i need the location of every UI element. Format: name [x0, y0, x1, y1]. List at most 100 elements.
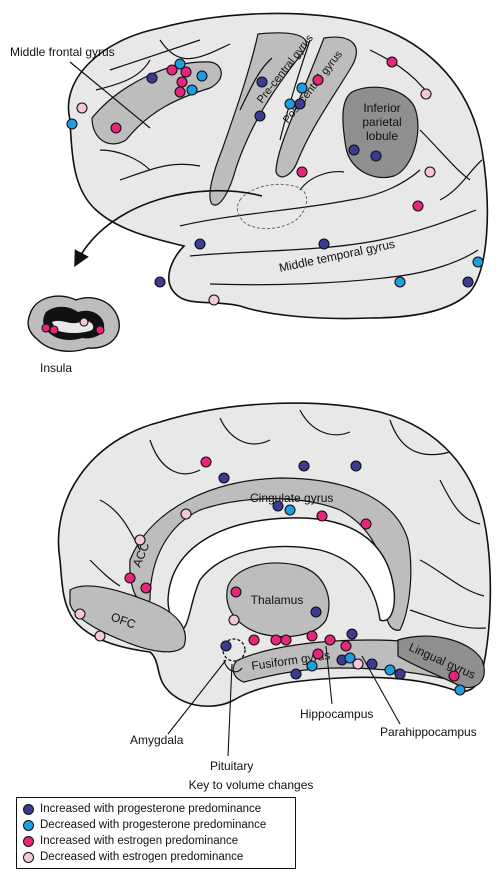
- dot-increased-progesterone: [318, 238, 330, 250]
- dot-decreased-estrogen: [74, 608, 86, 620]
- dot-increased-estrogen: [386, 56, 398, 68]
- dot-decreased-estrogen: [180, 508, 192, 520]
- dot-decreased-estrogen: [208, 294, 220, 306]
- dot-increased-progesterone: [394, 668, 406, 680]
- dot-decreased-progesterone: [472, 256, 484, 268]
- dot-decreased-progesterone: [174, 58, 186, 70]
- inferior-parietal-label-line3: lobule: [366, 129, 398, 143]
- dot-decreased-estrogen: [420, 88, 432, 100]
- dot-increased-estrogen: [340, 640, 352, 652]
- dot-increased-progesterone: [294, 98, 306, 110]
- dot-decreased-estrogen: [134, 534, 146, 546]
- lateral-brain-view: Middle frontal gyrus Pre-central gyrus P…: [10, 12, 489, 375]
- dot-decreased-progesterone: [296, 82, 308, 94]
- dot-increased-progesterone: [290, 668, 302, 680]
- dot-increased-progesterone: [220, 640, 232, 652]
- dot-increased-estrogen: [296, 166, 308, 178]
- dot-increased-progesterone: [298, 460, 310, 472]
- dot-decreased-progesterone: [66, 118, 78, 130]
- thalamus-label: Thalamus: [251, 593, 304, 607]
- dot-decreased-progesterone: [394, 276, 406, 288]
- legend-item-increased-estrogen: Increased with estrogen predominance: [23, 833, 289, 849]
- middle-frontal-gyrus-label: Middle frontal gyrus: [10, 45, 115, 59]
- inferior-parietal-label-line1: Inferior: [363, 101, 400, 115]
- ofc-region: [69, 585, 186, 653]
- dot-decreased-estrogen: [76, 102, 88, 114]
- dot-decreased-progesterone: [186, 84, 198, 96]
- dot-increased-estrogen: [176, 76, 188, 88]
- legend-label: Decreased with estrogen predominance: [40, 851, 244, 863]
- dot-decreased-progesterone: [384, 664, 396, 676]
- legend-item-decreased-progesterone: Decreased with progesterone predominance: [23, 817, 289, 833]
- insula-inset: [27, 295, 120, 352]
- dot-increased-progesterone: [194, 238, 206, 250]
- legend-swatch: [23, 819, 34, 831]
- dot-increased-estrogen: [200, 456, 212, 468]
- legend-item-decreased-estrogen: Decreased with estrogen predominance: [23, 849, 289, 865]
- postcentral-gyrus-region: [275, 36, 357, 178]
- medial-dots: [74, 456, 466, 696]
- dot-increased-estrogen: [312, 648, 324, 660]
- dot-decreased-estrogen: [352, 658, 364, 670]
- dot-decreased-progesterone: [284, 98, 296, 110]
- medial-brain-view: Cingulate gyrus ACC Thalamus OFC Fusifor…: [57, 402, 492, 773]
- dot-increased-progesterone: [154, 276, 166, 288]
- legend-label: Increased with progesterone predominance: [40, 803, 262, 815]
- dot-increased-estrogen: [180, 66, 192, 78]
- dot-increased-estrogen: [140, 582, 152, 594]
- legend-swatch: [23, 803, 34, 815]
- amygdala-label: Amygdala: [130, 733, 184, 747]
- dot-increased-estrogen: [306, 630, 318, 642]
- dot-increased-estrogen: [316, 510, 328, 522]
- dot-increased-estrogen: [110, 122, 122, 134]
- pituitary-label: Pituitary: [210, 759, 253, 773]
- dot-decreased-estrogen: [94, 630, 106, 642]
- dot-increased-progesterone: [348, 144, 360, 156]
- inferior-parietal-lobule-region: [342, 86, 419, 179]
- dot-increased-estrogen: [360, 518, 372, 530]
- middle-frontal-gyrus-region: [91, 61, 222, 145]
- legend-swatch: [23, 835, 34, 847]
- dot-increased-progesterone: [462, 276, 474, 288]
- dot-decreased-progesterone: [284, 504, 296, 516]
- legend-box: Increased with progesterone predominance…: [16, 797, 296, 869]
- amygdala-circle: [222, 638, 246, 662]
- dot-increased-progesterone: [346, 628, 358, 640]
- dot-decreased-estrogen: [228, 614, 240, 626]
- dot-increased-progesterone: [370, 150, 382, 162]
- dot-decreased-progesterone: [344, 652, 356, 664]
- legend-swatch: [23, 851, 34, 863]
- dot-decreased-progesterone: [196, 70, 208, 82]
- dot-increased-estrogen: [324, 634, 336, 646]
- lateral-sulci: [95, 39, 483, 286]
- dot-decreased-progesterone: [454, 684, 466, 696]
- corpus-callosum: [167, 517, 396, 629]
- dot-increased-estrogen: [270, 634, 282, 646]
- dot-increased-estrogen: [448, 670, 460, 682]
- insula-arrow: [74, 189, 263, 268]
- dot-increased-progesterone: [272, 500, 284, 512]
- dot-decreased-estrogen: [79, 317, 89, 327]
- dot-increased-estrogen: [248, 634, 260, 646]
- dot-decreased-estrogen: [424, 166, 436, 178]
- dot-increased-progesterone: [350, 460, 362, 472]
- dot-increased-progesterone: [146, 72, 158, 84]
- dot-increased-progesterone: [218, 472, 230, 484]
- dot-increased-progesterone: [366, 658, 378, 670]
- dot-increased-estrogen: [124, 572, 136, 584]
- dot-increased-estrogen: [230, 586, 242, 598]
- legend-label: Increased with estrogen predominance: [40, 835, 239, 847]
- lateral-dots: [41, 56, 484, 335]
- thalamus-region: [226, 562, 330, 638]
- parahippocampus-label: Parahippocampus: [380, 725, 477, 739]
- key-title: Key to volume changes: [188, 778, 314, 792]
- insula-outline-dashed: [236, 183, 308, 229]
- legend-label: Decreased with progesterone predominance: [40, 819, 267, 831]
- legend-item-increased-progesterone: Increased with progesterone predominance: [23, 801, 289, 817]
- dot-increased-estrogen: [49, 325, 59, 335]
- dot-decreased-progesterone: [306, 660, 318, 672]
- dot-increased-estrogen: [95, 325, 105, 335]
- insula-label: Insula: [40, 361, 72, 375]
